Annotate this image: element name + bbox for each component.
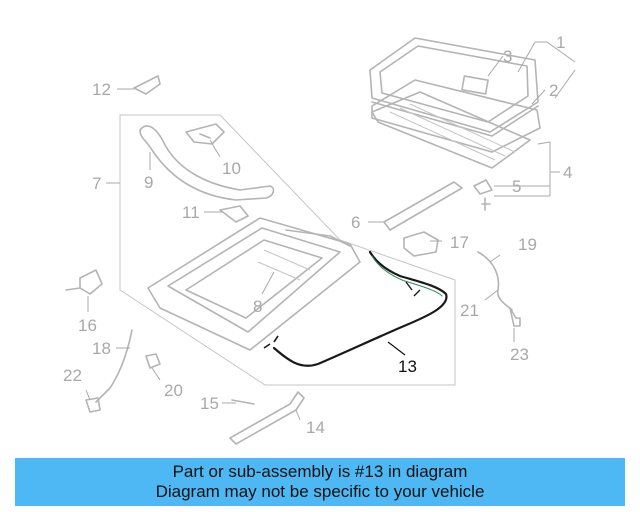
banner-line-1: Part or sub-assembly is #13 in diagram xyxy=(172,462,468,481)
bracket-part xyxy=(185,123,225,145)
glass-panel-part xyxy=(369,37,539,137)
callout-10: 10 xyxy=(222,159,241,178)
info-banner: Part or sub-assembly is #13 in diagram D… xyxy=(15,458,625,506)
rail-part xyxy=(383,181,463,231)
part-12 xyxy=(133,75,161,95)
part-11 xyxy=(219,205,249,223)
callout-18: 18 xyxy=(92,339,111,358)
motor-part xyxy=(403,231,439,257)
assembly-outline xyxy=(119,114,456,386)
callout-4: 4 xyxy=(563,163,572,182)
callout-23: 23 xyxy=(510,345,529,364)
callout-12: 12 xyxy=(92,80,111,99)
callout-21: 21 xyxy=(460,301,479,320)
callout-6: 6 xyxy=(351,213,360,232)
callout-22: 22 xyxy=(63,366,82,385)
callout-19: 19 xyxy=(518,235,537,254)
glass-frame-part xyxy=(371,79,541,153)
banner-line-2: Diagram may not be specific to your vehi… xyxy=(155,482,485,501)
callout-8: 8 xyxy=(253,297,262,316)
part-20 xyxy=(145,353,161,369)
deflector-part xyxy=(139,125,275,201)
sensor-part xyxy=(65,269,103,295)
drain-hose-part xyxy=(95,329,133,403)
parts-diagram: 1 2 3 4 5 6 7 8 9 10 11 12 13 14 15 16 1… xyxy=(63,33,576,445)
callout-16: 16 xyxy=(78,316,97,335)
callout-20: 20 xyxy=(164,381,183,400)
leader-lines xyxy=(85,41,576,421)
callout-15: 15 xyxy=(200,394,219,413)
callout-14: 14 xyxy=(306,418,325,437)
callout-1: 1 xyxy=(556,33,565,52)
callout-5: 5 xyxy=(512,177,521,196)
clip-part xyxy=(473,179,493,211)
callout-3: 3 xyxy=(503,47,512,66)
callout-11: 11 xyxy=(182,203,200,222)
callout-13: 13 xyxy=(398,357,417,376)
harness-part-13 xyxy=(263,250,448,367)
clamp-part xyxy=(85,397,101,413)
callout-2: 2 xyxy=(549,81,558,100)
callout-9: 9 xyxy=(144,173,153,192)
sunshade-part xyxy=(371,91,531,169)
cable-part xyxy=(477,251,521,327)
sunroof-housing-part xyxy=(147,217,361,351)
callout-17: 17 xyxy=(450,233,469,252)
drain-tube-part xyxy=(229,391,305,445)
callout-7: 7 xyxy=(92,174,101,193)
